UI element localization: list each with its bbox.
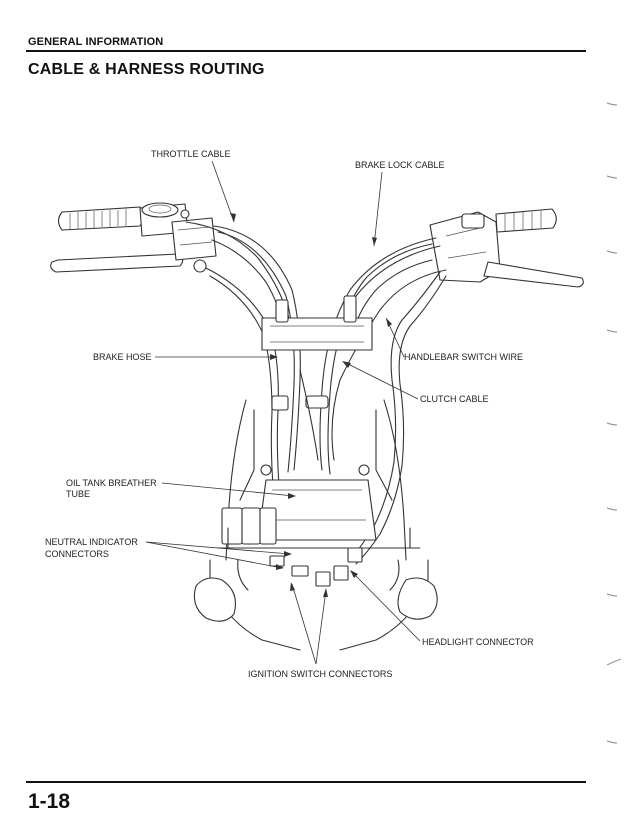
label-handlebar-switch-wire: HANDLEBAR SWITCH WIRE [404,352,523,362]
footer-rule [26,781,586,783]
label-clutch-cable: CLUTCH CABLE [420,394,489,404]
brake-master-cylinder [171,217,217,261]
label-throttle-cable: THROTTLE CABLE [151,149,231,159]
callout-labels: THROTTLE CABLE BRAKE LOCK CABLE BRAKE HO… [45,149,534,679]
label-brake-hose: BRAKE HOSE [93,352,152,362]
header-rule [26,50,586,52]
page-edge-marks [606,102,622,744]
left-brake-lever [50,253,184,273]
handlebar-drawing [50,202,584,331]
left-grip [57,206,144,231]
label-oil-tank-breather-line1: OIL TANK BREATHER [66,478,157,488]
label-neutral-indicator-line2: CONNECTORS [45,549,109,559]
callout-lines [145,160,421,665]
frame-drawing [193,295,438,651]
label-neutral-indicator-line1: NEUTRAL INDICATOR [45,537,138,547]
label-headlight-connector: HEADLIGHT CONNECTOR [422,637,534,647]
right-lever [483,261,584,288]
page-title: CABLE & HARNESS ROUTING [28,61,265,78]
page-number: 1-18 [28,790,71,813]
section-header: GENERAL INFORMATION [28,36,164,48]
label-brake-lock-cable: BRAKE LOCK CABLE [355,160,445,170]
label-oil-tank-breather-line2: TUBE [66,489,90,499]
label-ignition-switch-connectors: IGNITION SWITCH CONNECTORS [248,669,392,679]
